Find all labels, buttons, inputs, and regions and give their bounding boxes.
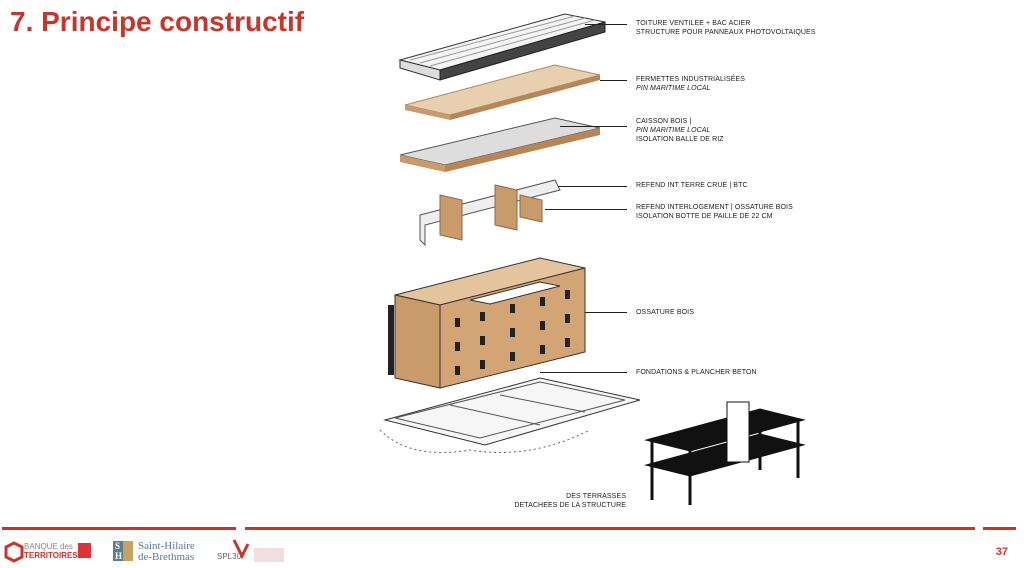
- hexagon-icon: [4, 541, 24, 563]
- shdb-crest: SHDB: [113, 541, 133, 561]
- slide-title: 7. Principe constructif: [10, 6, 305, 37]
- wood-box-layer: [399, 117, 601, 172]
- footer-bar: [2, 527, 236, 530]
- roof-layer: [398, 13, 606, 81]
- trusses-layer: [404, 64, 601, 120]
- label-timber-frame: OSSATURE BOIS: [636, 309, 694, 316]
- leader-line: [540, 372, 627, 373]
- leader-line: [600, 80, 627, 81]
- label-foundations: FONDATIONS & PLANCHER BETON: [636, 369, 757, 376]
- label-earth-wall: REFEND INT TERRE CRUE | BTC: [636, 182, 748, 189]
- foundations-slab: [379, 377, 641, 453]
- terraces-drawing: [644, 401, 806, 505]
- footer-bar: [983, 527, 1016, 530]
- leader-line: [585, 24, 627, 25]
- leader-line: [545, 209, 627, 210]
- cdc-logo-mark: [78, 543, 91, 558]
- timber-frame-building: [388, 257, 586, 389]
- logo-spl30: SPL30: [217, 552, 242, 561]
- leader-line: [560, 126, 627, 127]
- leader-line: [558, 186, 627, 187]
- partition-walls-layer: [419, 179, 561, 247]
- leader-line: [585, 312, 627, 313]
- page-number: 37: [995, 546, 1008, 558]
- spl30-mark-icon: [232, 539, 284, 562]
- footer-bar: [245, 527, 975, 530]
